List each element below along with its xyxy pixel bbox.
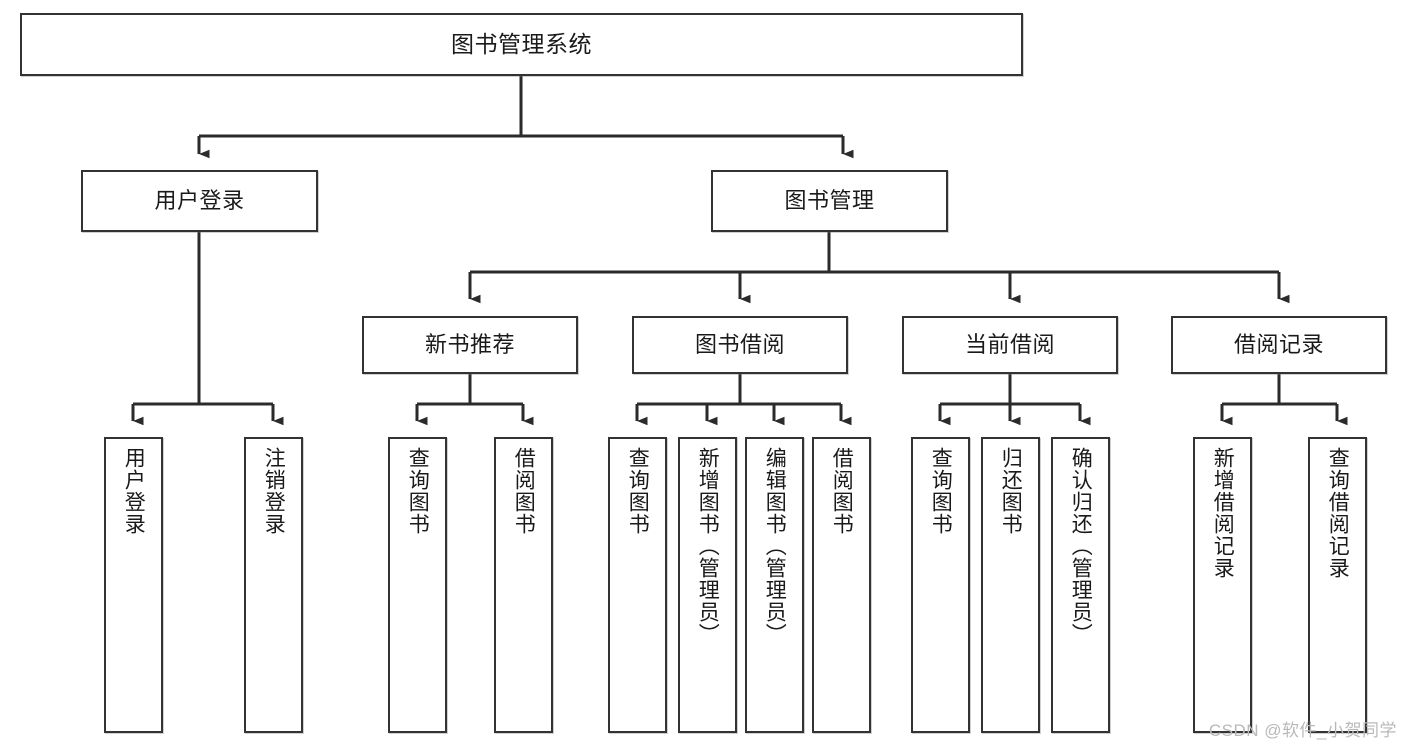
node-leaf-add-book-label: 新增图书（管理员）	[696, 447, 720, 645]
node-leaf-query-book-1[interactable]: 查询图书	[388, 437, 447, 733]
node-borrow-record[interactable]: 借阅记录	[1171, 316, 1387, 374]
node-user-login[interactable]: 用户登录	[81, 170, 318, 232]
node-borrow-record-label: 借阅记录	[1233, 332, 1324, 358]
node-leaf-query-record-label: 查询借阅记录	[1326, 447, 1350, 579]
node-leaf-query-book-1-label: 查询图书	[406, 447, 430, 535]
node-leaf-logout-login-label: 注销登录	[262, 447, 286, 535]
node-leaf-edit-book-label: 编辑图书（管理员）	[763, 447, 787, 645]
node-book-borrow-label: 图书借阅	[694, 332, 785, 358]
node-root-label: 图书管理系统	[451, 30, 592, 57]
node-leaf-query-record[interactable]: 查询借阅记录	[1308, 437, 1367, 733]
node-leaf-query-book-2[interactable]: 查询图书	[608, 437, 667, 733]
node-leaf-add-book[interactable]: 新增图书（管理员）	[678, 437, 737, 733]
node-new-book-recommend-label: 新书推荐	[424, 332, 515, 358]
node-book-borrow[interactable]: 图书借阅	[632, 316, 848, 374]
node-leaf-borrow-book-2[interactable]: 借阅图书	[812, 437, 871, 733]
node-book-management-label: 图书管理	[784, 188, 875, 214]
csdn-watermark: CSDN @软件_小贺同学	[1208, 721, 1397, 740]
node-leaf-borrow-book-2-label: 借阅图书	[830, 447, 854, 535]
node-leaf-return-book-label: 归还图书	[999, 447, 1023, 535]
node-leaf-user-login[interactable]: 用户登录	[104, 437, 163, 733]
node-leaf-edit-book[interactable]: 编辑图书（管理员）	[745, 437, 804, 733]
node-leaf-borrow-book-1-label: 借阅图书	[512, 447, 536, 535]
node-leaf-add-record[interactable]: 新增借阅记录	[1193, 437, 1252, 733]
node-leaf-confirm-return[interactable]: 确认归还（管理员）	[1051, 437, 1110, 733]
node-root[interactable]: 图书管理系统	[20, 13, 1023, 76]
node-current-borrow[interactable]: 当前借阅	[902, 316, 1118, 374]
node-leaf-query-book-2-label: 查询图书	[626, 447, 650, 535]
node-leaf-borrow-book-1[interactable]: 借阅图书	[494, 437, 553, 733]
node-leaf-return-book[interactable]: 归还图书	[981, 437, 1040, 733]
node-leaf-logout-login[interactable]: 注销登录	[244, 437, 303, 733]
node-leaf-add-record-label: 新增借阅记录	[1211, 447, 1235, 579]
node-current-borrow-label: 当前借阅	[964, 332, 1055, 358]
node-user-login-label: 用户登录	[154, 188, 245, 214]
node-leaf-user-login-label: 用户登录	[122, 447, 146, 535]
node-book-management[interactable]: 图书管理	[711, 170, 948, 232]
node-new-book-recommend[interactable]: 新书推荐	[362, 316, 578, 374]
node-leaf-confirm-return-label: 确认归还（管理员）	[1069, 447, 1093, 645]
node-leaf-query-book-3[interactable]: 查询图书	[911, 437, 970, 733]
node-leaf-query-book-3-label: 查询图书	[929, 447, 953, 535]
